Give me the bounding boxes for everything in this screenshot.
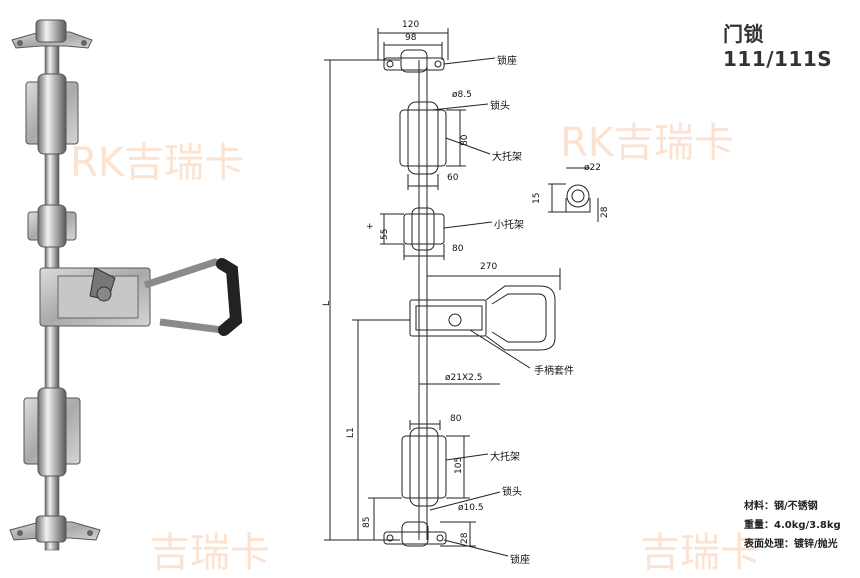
dim-10-5: ø10.5 [458,503,484,513]
dim-21: ø21X2.5 [445,373,483,383]
product-photo [9,19,243,551]
label-lock-head-bottom: 锁头 [502,487,522,498]
dim-15: 15 [532,192,542,204]
label-small-bracket: 小托架 [494,220,524,231]
dim-85: 85 [362,516,372,528]
dim-270: 270 [480,262,498,272]
dim-60: 60 [447,173,459,183]
dim-105: 105 [454,456,464,474]
spec-material: 材料：钢/不锈钢 [744,501,818,512]
label-handle-kit: 手柄套件 [534,366,574,377]
label-lock-head-top: 锁头 [490,101,510,112]
dim-80-small: 80 [452,244,464,254]
dim-plus: + [366,222,374,232]
dim-98: 98 [405,33,417,43]
spec-weight: 重量：4.0kg/3.8kg [744,520,841,531]
dim-22: ø22 [584,163,601,173]
dim-L: L [322,300,332,306]
dim-80-bottom: 80 [450,414,462,424]
label-large-bracket-top: 大托架 [492,152,522,163]
dim-80-top: 80 [460,134,470,146]
label-large-bracket-bottom: 大托架 [490,452,520,463]
label-lock-seat-bottom: 锁座 [510,555,530,566]
page-title: 门锁111/111S [723,22,833,71]
dim-55: 55 [380,228,390,240]
dim-L1: L1 [346,427,356,438]
spec-surface: 表面处理：镀锌/抛光 [744,539,838,550]
dim-28-detail: 28 [600,206,610,218]
dim-120: 120 [402,20,420,30]
label-lock-seat-top: 锁座 [497,56,517,67]
dim-8-5: ø8.5 [452,90,472,100]
dim-28: 28 [460,532,470,544]
